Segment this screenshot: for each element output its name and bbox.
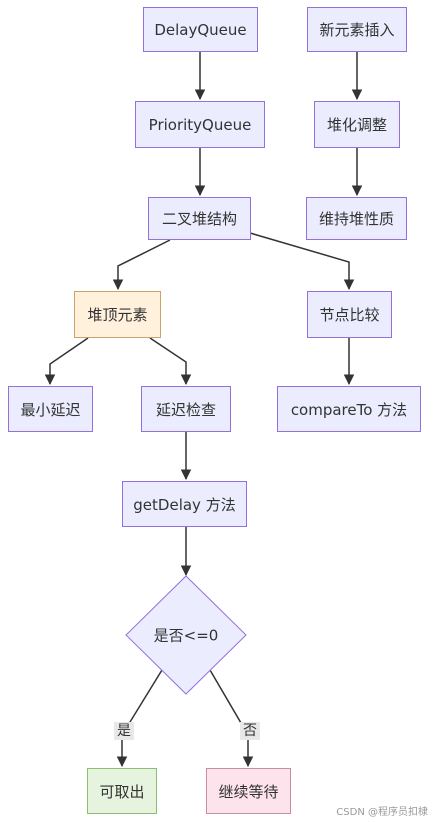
- node-new-element: 新元素插入: [307, 7, 407, 52]
- node-node-compare: 节点比较: [307, 291, 392, 338]
- edge-binaryheap-nodecompare: [249, 232, 355, 291]
- node-heap-top: 堆顶元素: [74, 291, 161, 338]
- node-keep-waiting: 继续等待: [206, 768, 291, 814]
- node-maintain-heap: 维持堆性质: [306, 197, 407, 240]
- node-compareto: compareTo 方法: [277, 386, 421, 432]
- edge-decision-cantake: [116, 669, 163, 768]
- node-getdelay: getDelay 方法: [122, 481, 247, 527]
- node-delayqueue: DelayQueue: [143, 7, 258, 52]
- edge-heaptop-delaycheck: [149, 337, 192, 386]
- node-delay-check: 延迟检查: [141, 386, 231, 432]
- edge-label-no: 否: [240, 722, 260, 740]
- node-can-take: 可取出: [87, 768, 157, 814]
- node-binary-heap: 二叉堆结构: [148, 197, 251, 240]
- edge-decision-keepwaiting: [209, 669, 254, 768]
- node-min-delay: 最小延迟: [8, 386, 93, 432]
- decision-diamond: [125, 575, 247, 695]
- node-priorityqueue: PriorityQueue: [135, 101, 265, 148]
- edge-heaptop-mindelay: [44, 337, 89, 386]
- node-decision-label: 是否<=0: [153, 626, 219, 645]
- edge-binaryheap-heaptop: [112, 239, 171, 291]
- node-heapify: 堆化调整: [314, 101, 400, 148]
- watermark: CSDN @程序员扣棣: [336, 807, 428, 818]
- edge-label-yes: 是: [114, 722, 134, 740]
